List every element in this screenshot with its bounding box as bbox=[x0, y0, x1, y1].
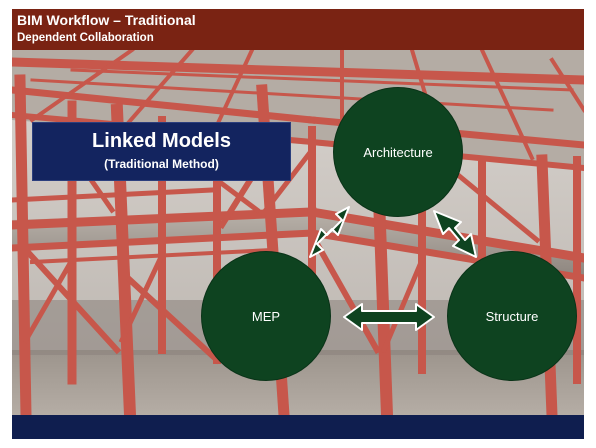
arrow-architecture-mep bbox=[309, 206, 350, 258]
architecture-label: Architecture bbox=[363, 144, 433, 160]
arrow-mep-structure bbox=[343, 303, 435, 331]
linked-models-title-box: Linked Models (Traditional Method) bbox=[32, 122, 291, 181]
structure-node: Structure bbox=[447, 251, 577, 381]
mep-node: MEP bbox=[201, 251, 331, 381]
arrow-architecture-structure bbox=[433, 210, 477, 258]
title-box-heading: Linked Models bbox=[92, 130, 231, 152]
architecture-node: Architecture bbox=[333, 87, 463, 217]
title-box-subheading: (Traditional Method) bbox=[104, 157, 219, 171]
slide-title: BIM Workflow – Traditional bbox=[17, 12, 196, 28]
slide-footer-bar bbox=[12, 415, 584, 439]
slide-subtitle: Dependent Collaboration bbox=[17, 32, 154, 44]
structure-label: Structure bbox=[485, 308, 539, 324]
slide-header: BIM Workflow – Traditional Dependent Col… bbox=[12, 9, 584, 50]
mep-label: MEP bbox=[251, 308, 281, 324]
